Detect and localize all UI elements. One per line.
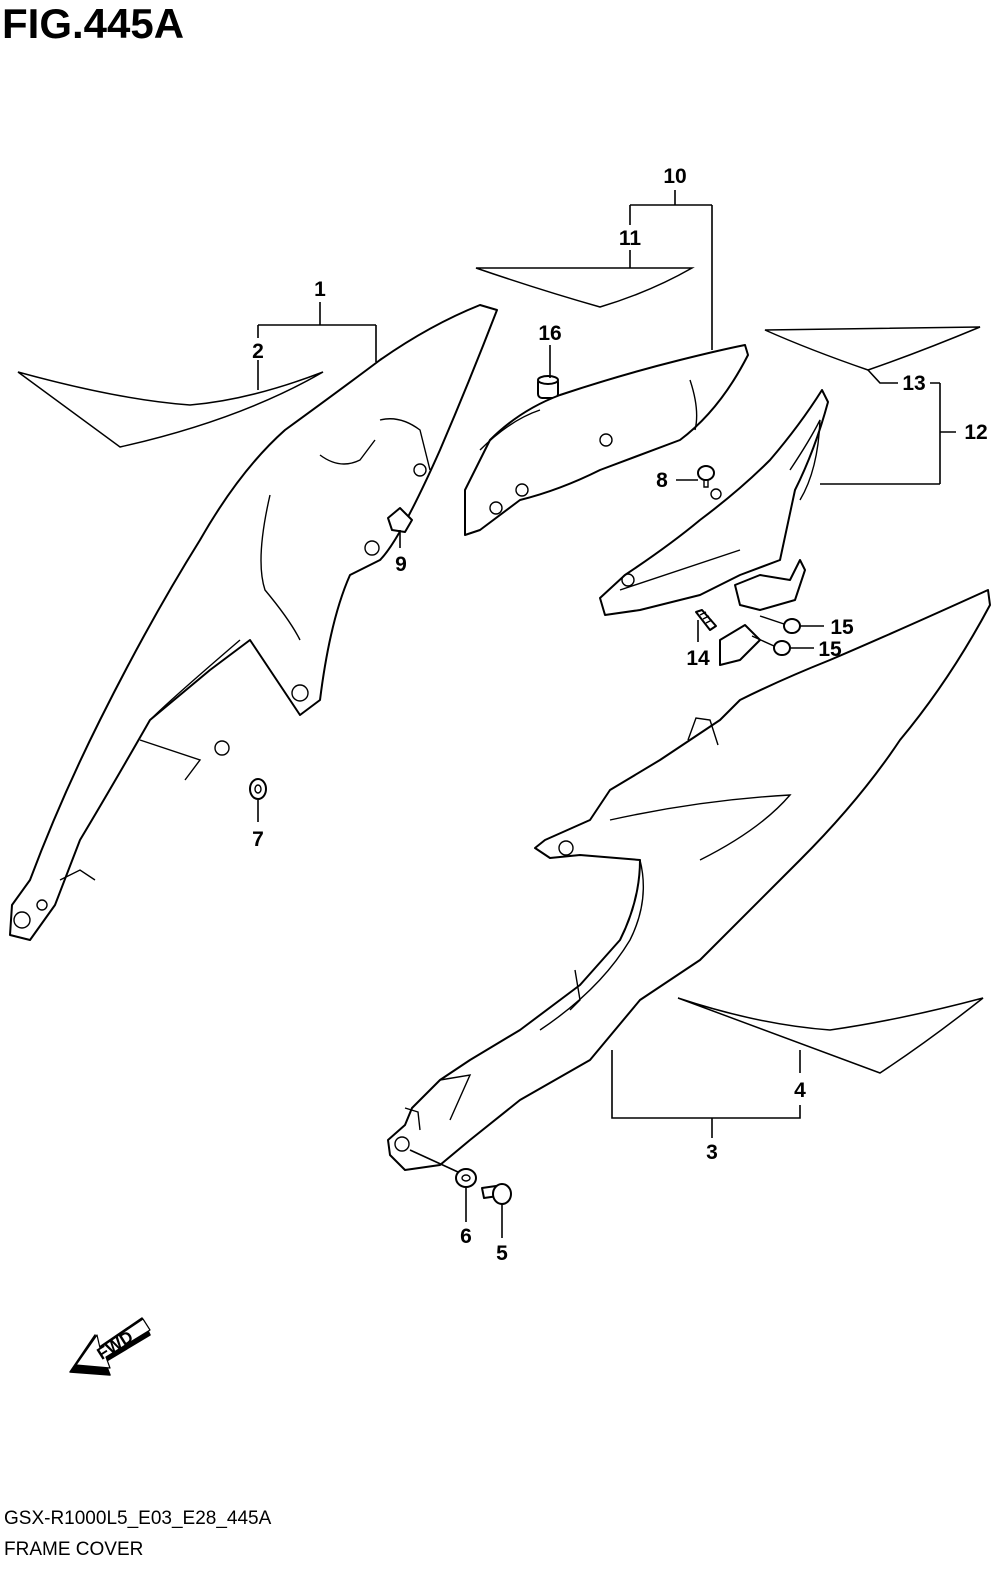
part-15-screw-lower[interactable]: [751, 635, 791, 656]
part-3-right-frame-cover[interactable]: [387, 589, 991, 1171]
part-14-screw[interactable]: [695, 609, 717, 631]
part-12-inner-cover[interactable]: [599, 389, 829, 666]
callout-15-lower: 15: [818, 638, 842, 661]
part-9-clip-nut[interactable]: [387, 507, 413, 533]
part-13-pad[interactable]: [764, 326, 981, 371]
part-10-inner-cover[interactable]: [464, 344, 749, 536]
leader-lines: [257, 190, 956, 1238]
diagram-code: GSX-R1000L5_E03_E28_445A: [4, 1508, 272, 1529]
callout-1: 1: [314, 278, 326, 301]
callout-9: 9: [395, 553, 407, 576]
callout-6: 6: [460, 1225, 472, 1248]
figure-title: FIG.445A: [2, 0, 185, 47]
part-11-pad[interactable]: [475, 267, 695, 308]
callout-12: 12: [964, 421, 987, 444]
callout-3: 3: [706, 1141, 718, 1164]
part-6-cushion[interactable]: [455, 1168, 477, 1188]
callout-11: 11: [619, 227, 642, 250]
forward-direction-arrow: FWD: [69, 1317, 151, 1376]
callout-13: 13: [902, 372, 925, 395]
callout-7: 7: [252, 828, 264, 851]
callout-5: 5: [496, 1242, 508, 1265]
part-8-grommet[interactable]: [697, 465, 715, 488]
part-4-pad[interactable]: [677, 997, 984, 1074]
callout-2: 2: [252, 340, 264, 363]
part-5-bolt[interactable]: [481, 1183, 512, 1205]
callout-16: 16: [538, 322, 561, 345]
callout-15-upper: 15: [830, 616, 854, 639]
callout-8: 8: [656, 469, 668, 492]
part-15-screw-upper[interactable]: [759, 615, 801, 634]
callout-4: 4: [794, 1079, 806, 1102]
diagram-name: FRAME COVER: [4, 1539, 144, 1560]
callout-14: 14: [686, 647, 710, 670]
part-16-cushion[interactable]: [537, 375, 559, 399]
part-2-pad[interactable]: [17, 371, 324, 448]
callout-10: 10: [663, 165, 686, 188]
part-7-grommet[interactable]: [249, 778, 267, 800]
